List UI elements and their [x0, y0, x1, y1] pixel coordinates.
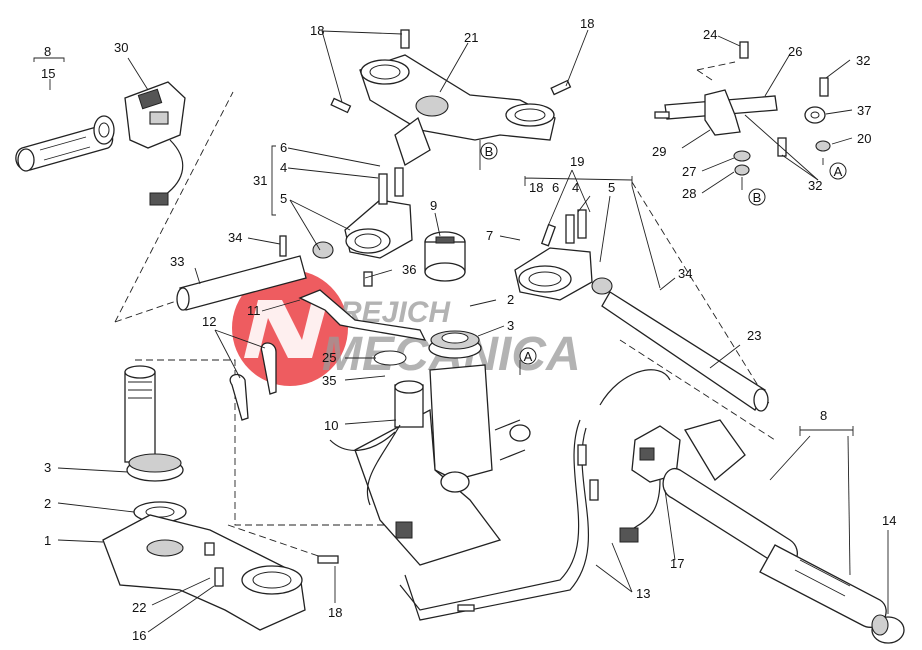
svg-text:B: B: [485, 144, 494, 159]
callout-23: 23: [747, 328, 761, 343]
callout-36: 36: [402, 262, 416, 277]
callout-18-bottom: 18: [328, 605, 342, 620]
callout-5-left: 5: [280, 191, 287, 206]
callout-2-left: 2: [44, 496, 51, 511]
callout-28: 28: [682, 186, 696, 201]
left-handlebar-tube: [176, 235, 307, 311]
callout-18-mid: 18: [529, 180, 543, 195]
throttle-grip: [662, 419, 887, 628]
steering-stem: [124, 365, 156, 463]
callout-4-right: 4: [572, 180, 579, 195]
ref-a-center: A: [519, 347, 537, 365]
callout-33: 33: [170, 254, 184, 269]
callout-18-right: 18: [580, 16, 594, 31]
bottom-triple-clamp: [102, 514, 339, 631]
callout-31: 31: [253, 173, 267, 188]
ignition-keys: [229, 342, 277, 421]
callout-27: 27: [682, 164, 696, 179]
callout-13: 13: [636, 586, 650, 601]
callout-2-center: 2: [507, 292, 514, 307]
callout-21: 21: [464, 30, 478, 45]
throttle-switch-housing: [619, 425, 681, 543]
callout-6-left: 6: [280, 140, 287, 155]
callout-20: 20: [857, 131, 871, 146]
ref-a-damper: A: [829, 162, 847, 180]
callout-8-right: 8: [820, 408, 827, 423]
ignition-switch-10: [329, 380, 424, 539]
leader-lines: [33, 29, 889, 633]
bolt-36: [363, 271, 373, 287]
callout-22: 22: [132, 600, 146, 615]
svg-text:A: A: [834, 164, 843, 179]
callout-3-center: 3: [507, 318, 514, 333]
callout-8-left: 8: [44, 44, 51, 59]
callout-12: 12: [202, 314, 216, 329]
bar-end-weight: [871, 614, 905, 644]
callout-34-left: 34: [228, 230, 242, 245]
callout-labels: 8 15 30 18 21 18 6 4 31 5 34 33 9 36 11 …: [41, 16, 896, 643]
right-handlebar-tube: [591, 277, 769, 412]
left-clamp-assembly: [312, 167, 413, 259]
callout-11: 11: [247, 303, 261, 318]
left-grip: [15, 115, 115, 172]
callout-9: 9: [430, 198, 437, 213]
callout-17: 17: [670, 556, 684, 571]
callout-32-bottom: 32: [808, 178, 822, 193]
callout-19: 19: [570, 154, 584, 169]
left-switch-housing: [124, 81, 186, 206]
callout-18-top: 18: [310, 23, 324, 38]
callout-30: 30: [114, 40, 128, 55]
bolt-18-top: [330, 29, 572, 114]
washer-25: [373, 350, 407, 366]
ref-b-damper: B: [748, 188, 766, 206]
callout-29: 29: [652, 144, 666, 159]
bearing-lower: [126, 453, 184, 482]
callout-4-left: 4: [280, 160, 287, 175]
steering-damper: [654, 41, 831, 176]
svg-text:B: B: [753, 190, 762, 205]
callout-3-left: 3: [44, 460, 51, 475]
callout-5-right: 5: [608, 180, 615, 195]
callout-37: 37: [857, 103, 871, 118]
callout-16: 16: [132, 628, 146, 643]
reference-arrows: [479, 140, 824, 375]
callout-32-top: 32: [856, 53, 870, 68]
frame-steering-head: [354, 364, 531, 566]
callout-15: 15: [41, 66, 55, 81]
callout-10: 10: [324, 418, 338, 433]
callout-24: 24: [703, 27, 717, 42]
svg-text:A: A: [524, 349, 533, 364]
ignition-barrel: [424, 231, 466, 282]
callout-1: 1: [44, 533, 51, 548]
callout-26: 26: [788, 44, 802, 59]
throttle-cables: [399, 369, 671, 621]
right-clamp-assembly: [514, 209, 593, 301]
top-triple-clamp: [359, 54, 556, 166]
ref-b-top: B: [480, 142, 498, 160]
callout-14: 14: [882, 513, 896, 528]
callout-25: 25: [322, 350, 336, 365]
callout-7: 7: [486, 228, 493, 243]
mounting-bracket: [298, 289, 427, 341]
callout-35: 35: [322, 373, 336, 388]
callout-6-right: 6: [552, 180, 559, 195]
bearing-upper: [428, 330, 482, 359]
callout-34-right: 34: [678, 266, 692, 281]
